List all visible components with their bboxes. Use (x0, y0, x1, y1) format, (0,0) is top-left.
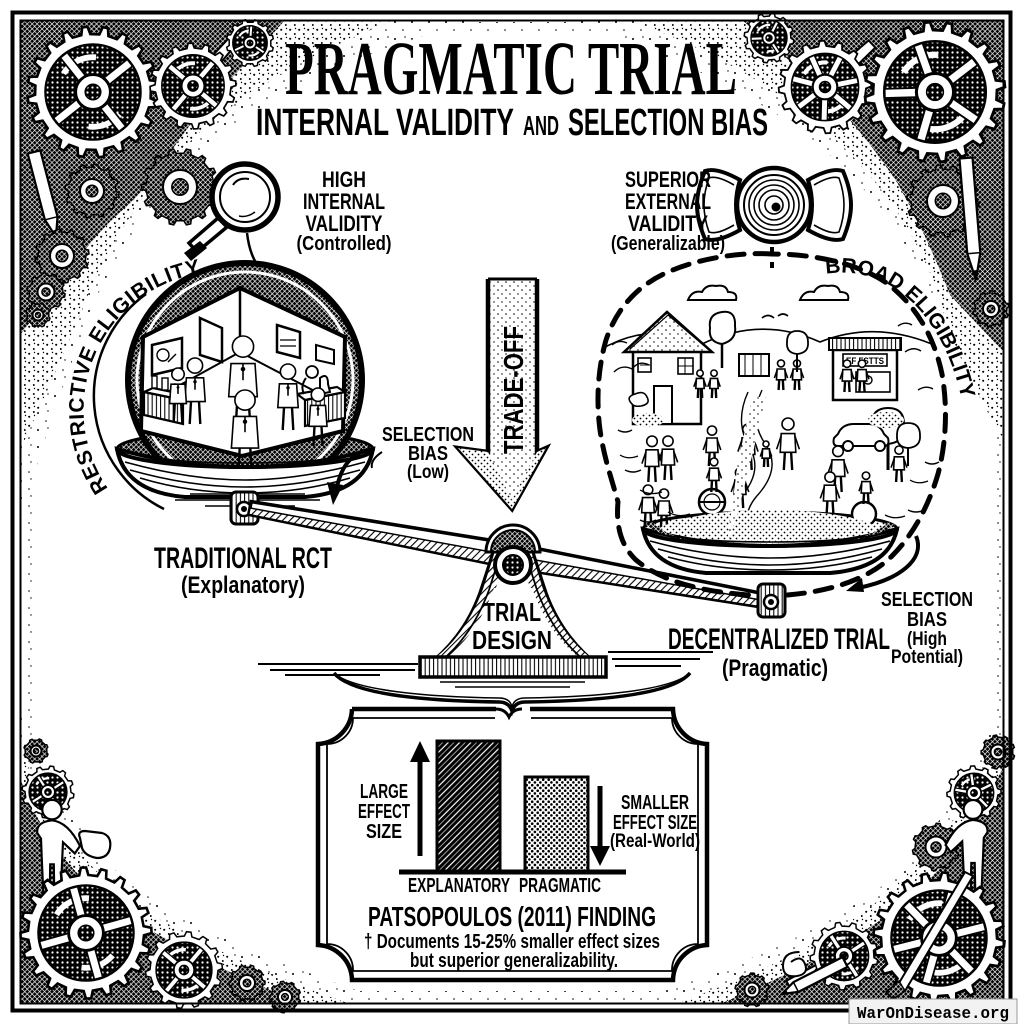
svg-text:EFFECT: EFFECT (358, 801, 410, 823)
svg-text:PRAGMATIC: PRAGMATIC (519, 875, 601, 897)
svg-text:TRIAL: TRIAL (483, 597, 541, 627)
svg-text:TRADE-OFF: TRADE-OFF (498, 326, 529, 454)
svg-text:AND: AND (523, 110, 559, 141)
svg-text:VALIDITY: VALIDITY (628, 211, 708, 236)
svg-text:(High: (High (907, 629, 947, 650)
svg-text:SELECTION BIAS: SELECTION BIAS (568, 102, 768, 144)
svg-text:EXTERNAL: EXTERNAL (625, 189, 711, 214)
svg-text:HIGH: HIGH (322, 167, 366, 192)
svg-text:INTERNAL: INTERNAL (303, 189, 385, 214)
svg-text:DECENTRALIZED TRIAL: DECENTRALIZED TRIAL (668, 623, 890, 656)
svg-text:WarOnDisease.org: WarOnDisease.org (857, 1005, 1009, 1024)
svg-text:TRADITIONAL RCT: TRADITIONAL RCT (154, 542, 332, 575)
svg-text:(Generalizable): (Generalizable) (611, 233, 725, 255)
svg-text:INTERNAL VALIDITY: INTERNAL VALIDITY (256, 102, 514, 144)
svg-text:VALIDITY: VALIDITY (306, 211, 383, 236)
svg-text:SELECTION: SELECTION (382, 424, 474, 446)
svg-text:BIAS: BIAS (408, 443, 448, 465)
svg-text:SMALLER: SMALLER (621, 792, 689, 814)
svg-text:EXPLANATORY: EXPLANATORY (408, 875, 510, 897)
svg-text:BIAS: BIAS (907, 609, 947, 631)
svg-text:Potential): Potential) (891, 647, 963, 668)
svg-text:PATSOPOULOS (2011) FINDING: PATSOPOULOS (2011) FINDING (368, 901, 656, 932)
svg-text:SUPERIOR: SUPERIOR (625, 167, 711, 192)
svg-text:(Explanatory): (Explanatory) (181, 572, 305, 599)
svg-text:SIZE: SIZE (366, 821, 402, 843)
svg-text:SELECTION: SELECTION (881, 589, 973, 611)
svg-text:(Pragmatic): (Pragmatic) (722, 655, 828, 682)
svg-text:(Real-World): (Real-World) (610, 831, 700, 852)
svg-text:(Low): (Low) (407, 462, 449, 483)
svg-text:LARGE: LARGE (360, 781, 408, 803)
svg-text:DESIGN: DESIGN (472, 625, 552, 655)
svg-text:but superior generalizability.: but superior generalizability. (410, 950, 618, 972)
svg-text:(Controlled): (Controlled) (297, 233, 392, 255)
svg-text:EFFECT SIZE: EFFECT SIZE (613, 812, 697, 834)
svg-text:PRAGMATIC TRIAL: PRAGMATIC TRIAL (285, 27, 737, 111)
svg-text:† Documents 15-25% smaller eff: † Documents 15-25% smaller effect sizes (364, 931, 660, 953)
